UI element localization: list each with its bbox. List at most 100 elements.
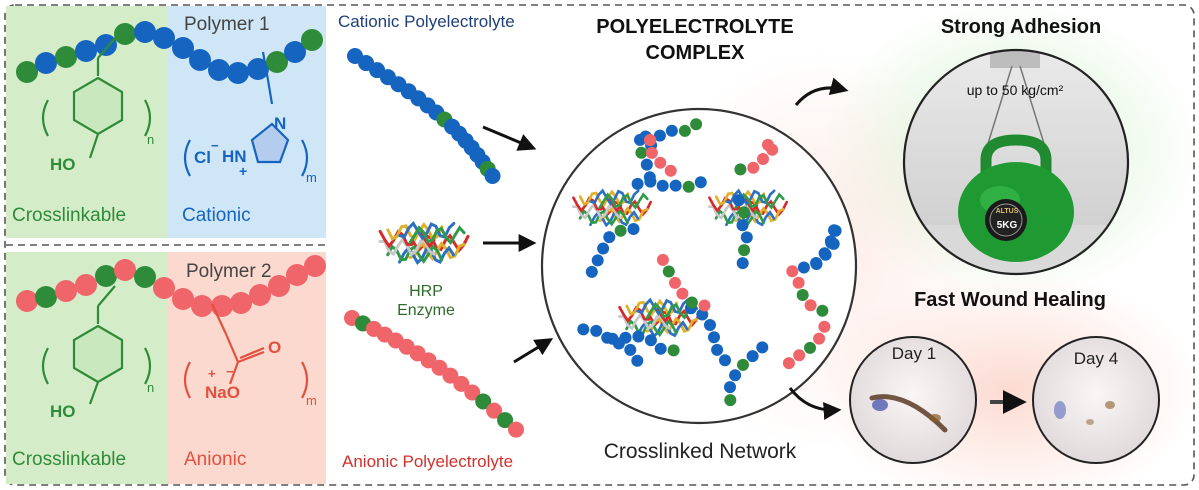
network-bead bbox=[597, 242, 610, 255]
polymer2-bead bbox=[16, 290, 38, 312]
kettlebell-brand: ALTUS bbox=[995, 208, 1019, 215]
polymer2-bead bbox=[55, 280, 77, 302]
network-bead bbox=[793, 349, 806, 362]
network-bead bbox=[825, 236, 838, 249]
anionic-strand-bead bbox=[486, 402, 503, 419]
hrp-label: HRP bbox=[409, 283, 443, 300]
network-bead bbox=[816, 304, 829, 317]
network-bead bbox=[732, 194, 745, 207]
polymer1-bead bbox=[134, 21, 156, 43]
network-bead bbox=[656, 253, 669, 266]
complex-title-line2: COMPLEX bbox=[645, 42, 745, 64]
network-bead bbox=[792, 276, 805, 289]
polymer1-chloride: Cl bbox=[194, 148, 211, 167]
network-bead bbox=[756, 341, 769, 354]
polymer2-anionic-panel bbox=[168, 252, 326, 484]
network-bead bbox=[690, 118, 703, 131]
network-bead bbox=[645, 146, 658, 159]
crosslinked-network bbox=[571, 118, 842, 407]
anionic-strand-bead bbox=[453, 375, 470, 392]
polymer2-n-subscript: n bbox=[147, 380, 155, 395]
polymer2-bead bbox=[172, 288, 194, 310]
network-bead bbox=[757, 153, 769, 165]
polymer1-crosslinkable-label: Crosslinkable bbox=[12, 205, 127, 226]
anionic-polyelectrolyte-label: Anionic Polyelectrolyte bbox=[342, 452, 514, 471]
polymer2-bead bbox=[230, 292, 252, 314]
arrow-cationic-to-complex bbox=[482, 125, 537, 151]
polymer1-bead bbox=[55, 46, 77, 68]
polymer2-minus: − bbox=[226, 364, 234, 379]
network-bead bbox=[682, 180, 695, 193]
anionic-strand-bead bbox=[464, 384, 481, 401]
adhesion-note: up to 50 kg/cm² bbox=[966, 82, 1064, 98]
polymer2-ho: HO bbox=[50, 402, 76, 421]
network-bead bbox=[786, 265, 799, 278]
network-bead bbox=[696, 308, 709, 321]
day1-photo bbox=[849, 336, 977, 464]
network-bead bbox=[653, 129, 666, 142]
network-bead bbox=[796, 289, 809, 301]
network-bead bbox=[736, 257, 749, 270]
carboxylate-structure bbox=[183, 303, 309, 399]
arrow-to-healing bbox=[788, 387, 842, 420]
network-bead bbox=[738, 206, 750, 219]
complex-caption: Crosslinked Network bbox=[603, 440, 797, 463]
network-bead bbox=[711, 343, 724, 356]
hrp-enzyme-ribbons bbox=[378, 220, 470, 265]
polymer1-n-subscript: n bbox=[147, 132, 155, 147]
network-bead bbox=[734, 163, 747, 176]
network-bead bbox=[644, 334, 657, 347]
kettlebell-weight: 5KG bbox=[996, 220, 1018, 231]
network-bead bbox=[624, 343, 637, 356]
network-bead bbox=[654, 342, 667, 355]
polymer1-bead bbox=[266, 51, 288, 73]
network-enzyme bbox=[618, 297, 702, 339]
polymer1-bead bbox=[208, 59, 230, 81]
network-bead bbox=[782, 357, 795, 370]
network-bead bbox=[603, 231, 616, 244]
adhesion-title: Strong Adhesion bbox=[940, 16, 1102, 38]
network-bead bbox=[804, 299, 817, 312]
network-bead bbox=[669, 179, 682, 192]
network-bead bbox=[818, 320, 831, 333]
polymer1-bead bbox=[35, 52, 57, 74]
polymer2-title: Polymer 2 bbox=[186, 261, 272, 282]
day4-photo bbox=[1032, 336, 1160, 464]
network-bead bbox=[736, 219, 749, 232]
polymer2-bead bbox=[114, 259, 136, 281]
arrow-to-adhesion bbox=[794, 77, 849, 106]
network-bead bbox=[819, 248, 832, 261]
polymer2-oxygen: O bbox=[268, 338, 282, 357]
polymer2-bead bbox=[153, 277, 175, 299]
polymer2-bead bbox=[211, 295, 233, 317]
polymer2-bead bbox=[304, 255, 326, 277]
anionic-strand-bead bbox=[497, 412, 514, 429]
hrp-enzyme-icon bbox=[378, 220, 470, 265]
polymer2-bead bbox=[75, 274, 97, 296]
polymer1-bead bbox=[227, 62, 249, 84]
network-bead bbox=[585, 265, 598, 278]
network-bead bbox=[664, 164, 677, 177]
imidazolium-structure bbox=[183, 51, 309, 177]
network-bead bbox=[797, 261, 810, 274]
network-bead bbox=[804, 341, 816, 354]
network-bead bbox=[665, 124, 678, 137]
network-bead bbox=[643, 171, 656, 184]
polymer2-m-subscript: m bbox=[306, 393, 317, 408]
polymer2-crosslinkable-label: Crosslinkable bbox=[12, 449, 127, 470]
polymer2-bead bbox=[134, 266, 156, 288]
polymer1-bead bbox=[247, 58, 269, 80]
network-bead bbox=[627, 223, 640, 235]
anionic-strand-bead bbox=[508, 421, 524, 438]
network-bead bbox=[644, 134, 657, 146]
polymer1-ho: HO bbox=[50, 155, 76, 174]
polymer1-bead bbox=[172, 37, 194, 59]
healing-title: Fast Wound Healing bbox=[914, 289, 1106, 311]
network-bead bbox=[591, 254, 604, 267]
enzyme-label: Enzyme bbox=[397, 302, 455, 319]
polymer2-plus: + bbox=[208, 366, 216, 381]
polymer-chains bbox=[16, 21, 524, 438]
network-bead bbox=[577, 323, 590, 336]
